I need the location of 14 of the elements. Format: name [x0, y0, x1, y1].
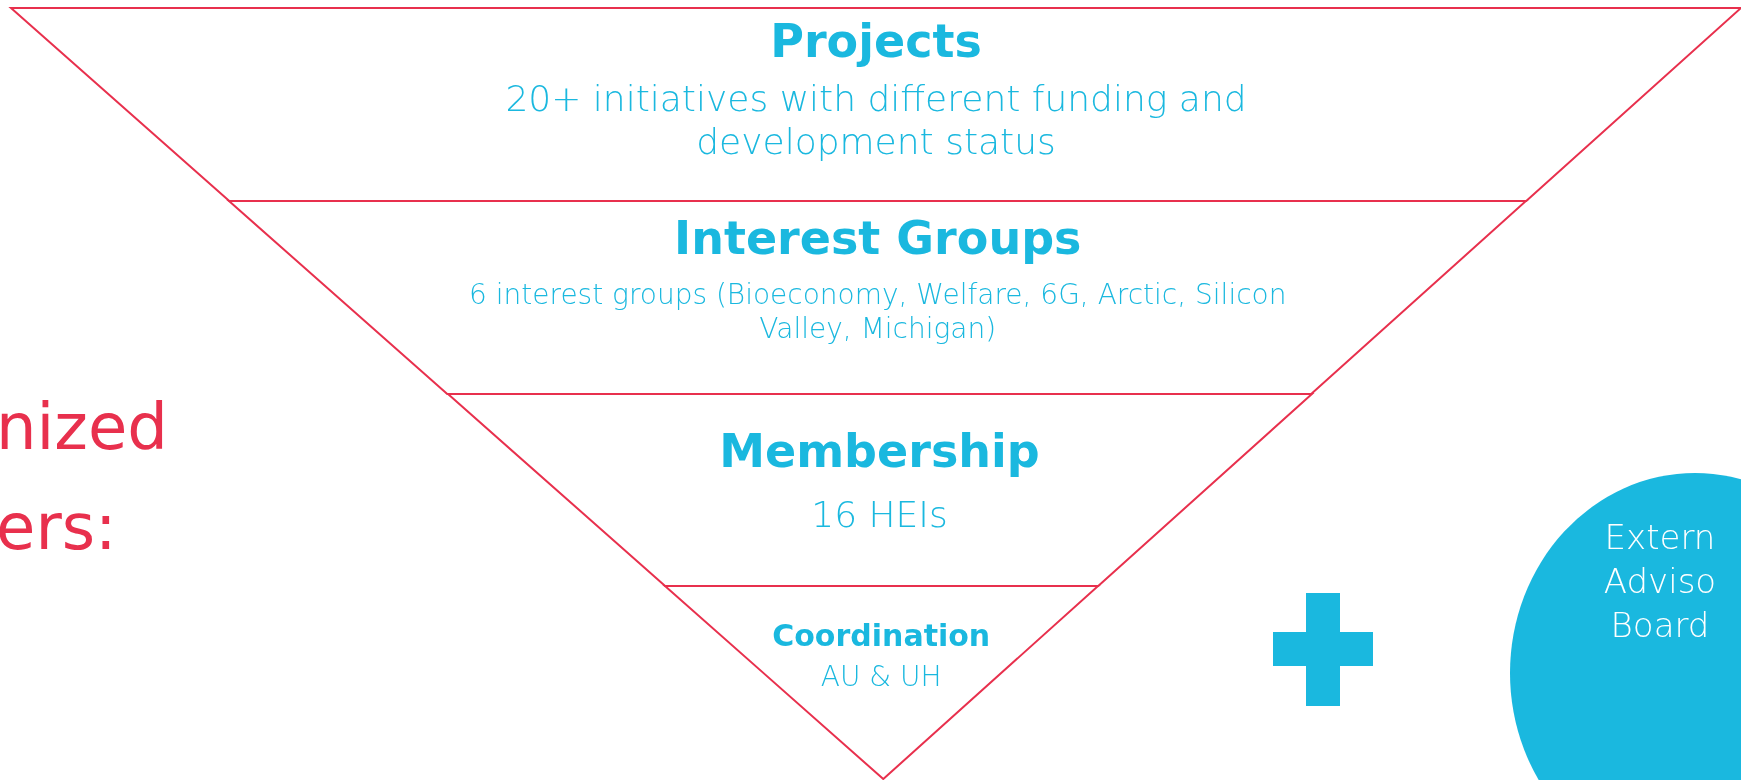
layer-description: 16 HEIs: [811, 493, 948, 537]
pyramid-layer: [447, 394, 1312, 586]
layer-heading: Projects: [770, 14, 982, 70]
layer-heading: Coordination: [772, 618, 991, 654]
layer-heading: Interest Groups: [674, 211, 1082, 267]
pyramid-layer: [229, 201, 1527, 394]
layer-description: 6 interest groups (Bioeconomy, Welfare, 6G, Arctic, Silicon Valley, Michigan): [468, 278, 1288, 346]
pyramid-layer: [664, 586, 1098, 779]
pyramid-layer: [11, 8, 1741, 201]
layer-heading: Membership: [719, 424, 1040, 480]
layer-description: 20+ initiatives with different funding and development status: [504, 77, 1248, 164]
layer-description: AU & UH: [820, 660, 942, 694]
board-label: Extern Adviso Board: [1602, 516, 1718, 648]
side-text: nized: [0, 395, 168, 459]
